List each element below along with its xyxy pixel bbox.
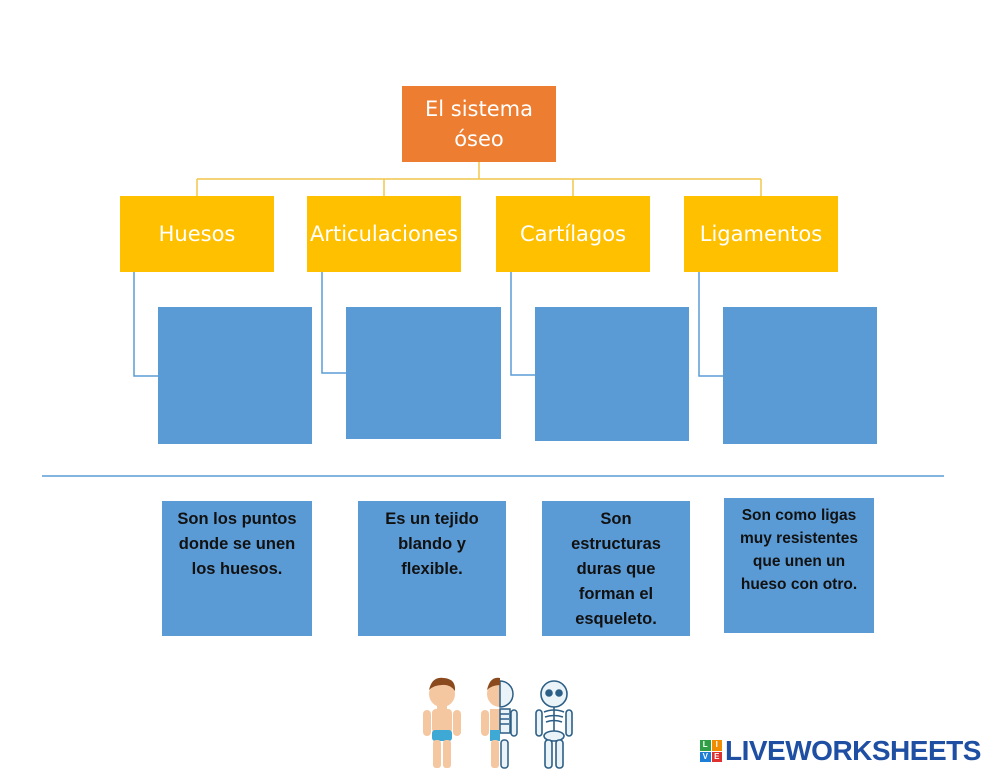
definition-text: Es un tejido blando y flexible.: [385, 510, 479, 578]
category-label: Articulaciones: [309, 222, 459, 246]
definition-card[interactable]: Es un tejido blando y flexible.: [358, 501, 506, 636]
category-articulaciones: Articulaciones: [307, 196, 461, 272]
drop-box-cartilagos[interactable]: [535, 307, 689, 441]
brand-logo-icon: L I V E: [700, 740, 722, 762]
category-ligamentos: Ligamentos: [684, 196, 838, 272]
root-label-line1: El sistema: [425, 97, 533, 121]
drop-box-ligamentos[interactable]: [723, 307, 877, 444]
definition-text: Son los puntos donde se unen los huesos.: [177, 510, 297, 578]
definition-card[interactable]: Son los puntos donde se unen los huesos.: [162, 501, 312, 636]
drop-box-huesos[interactable]: [158, 307, 312, 444]
root-label-line2: óseo: [454, 127, 504, 151]
body-skeleton-icon: [423, 677, 573, 769]
definition-card[interactable]: Son estructuras duras que forman el esqu…: [542, 501, 690, 636]
definition-text: Son estructuras duras que forman el esqu…: [571, 510, 661, 628]
drop-box-articulaciones[interactable]: [346, 307, 501, 439]
category-label: Huesos: [158, 222, 236, 246]
liveworksheets-logo: L I V E LIVEWORKSHEETS: [700, 733, 981, 769]
category-label: Ligamentos: [699, 222, 823, 246]
category-cartilagos: Cartílagos: [496, 196, 650, 272]
definition-card[interactable]: Son como ligas muy resistentes que unen …: [724, 498, 874, 633]
definition-text: Son como ligas muy resistentes que unen …: [739, 507, 859, 593]
category-huesos: Huesos: [120, 196, 274, 272]
brand-name: LIVEWORKSHEETS: [725, 735, 981, 766]
category-label: Cartílagos: [519, 222, 627, 246]
root-node-sistema-oseo: El sistema óseo: [402, 86, 556, 162]
